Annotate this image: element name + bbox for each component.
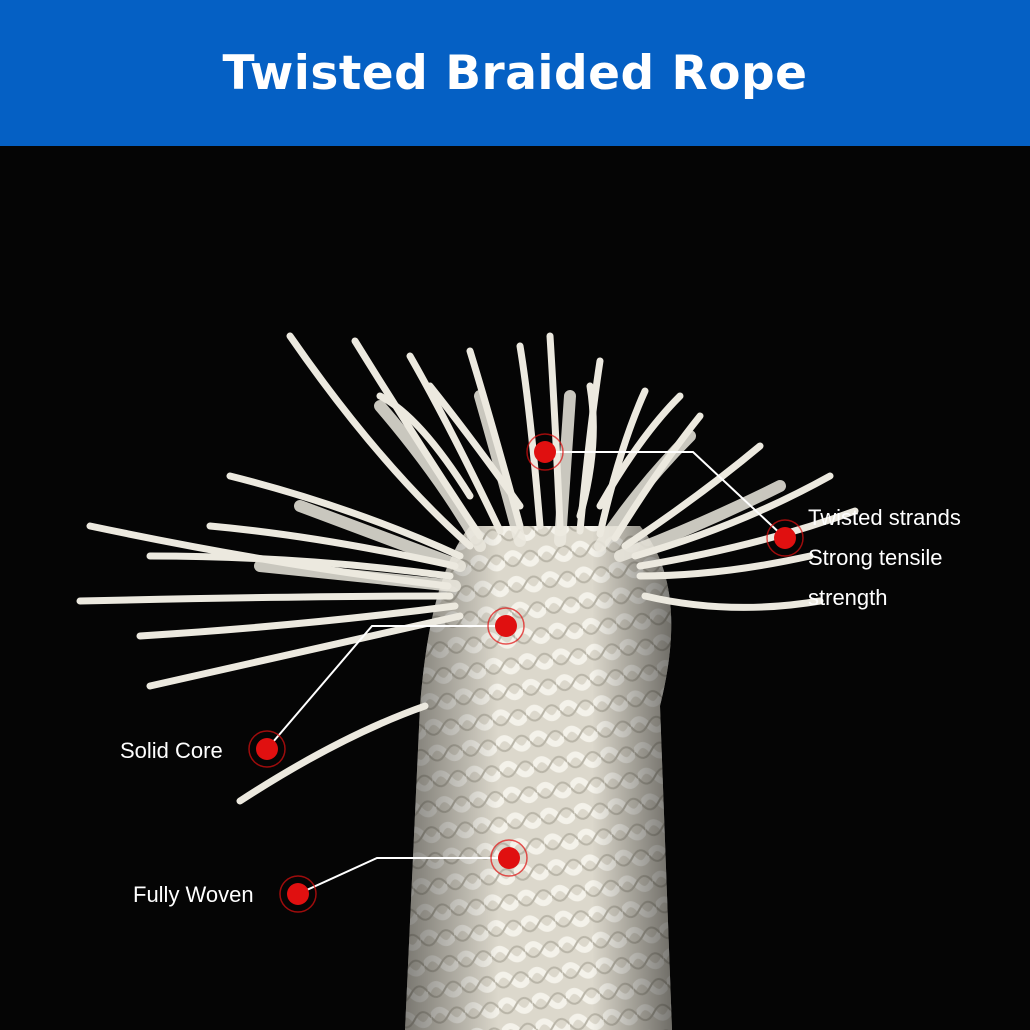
marker-twisted-strands-label <box>766 519 804 557</box>
callout-solid-core: Solid Core <box>120 738 223 763</box>
rope-photo: Twisted strands Strong tensile strength … <box>0 146 1030 1030</box>
callout-connectors <box>266 451 786 895</box>
callout-twisted-strands: Twisted strands Strong tensile strength <box>808 498 961 618</box>
callout-line: Strong tensile <box>808 545 943 570</box>
page-title: Twisted Braided Rope <box>222 45 808 101</box>
callout-markers <box>248 433 804 913</box>
marker-twisted-strands-source <box>526 433 564 471</box>
frayed-strands <box>76 332 859 805</box>
marker-solid-core-label <box>248 730 286 768</box>
callout-line: strength <box>808 585 888 610</box>
rope-body <box>405 526 672 1030</box>
title-banner: Twisted Braided Rope <box>0 0 1030 146</box>
marker-fully-woven-source <box>490 839 528 877</box>
callout-line: Twisted strands <box>808 505 961 530</box>
rope-illustration <box>76 332 859 1030</box>
marker-solid-core-source <box>487 607 525 645</box>
marker-fully-woven-label <box>279 875 317 913</box>
callout-fully-woven: Fully Woven <box>133 882 254 907</box>
